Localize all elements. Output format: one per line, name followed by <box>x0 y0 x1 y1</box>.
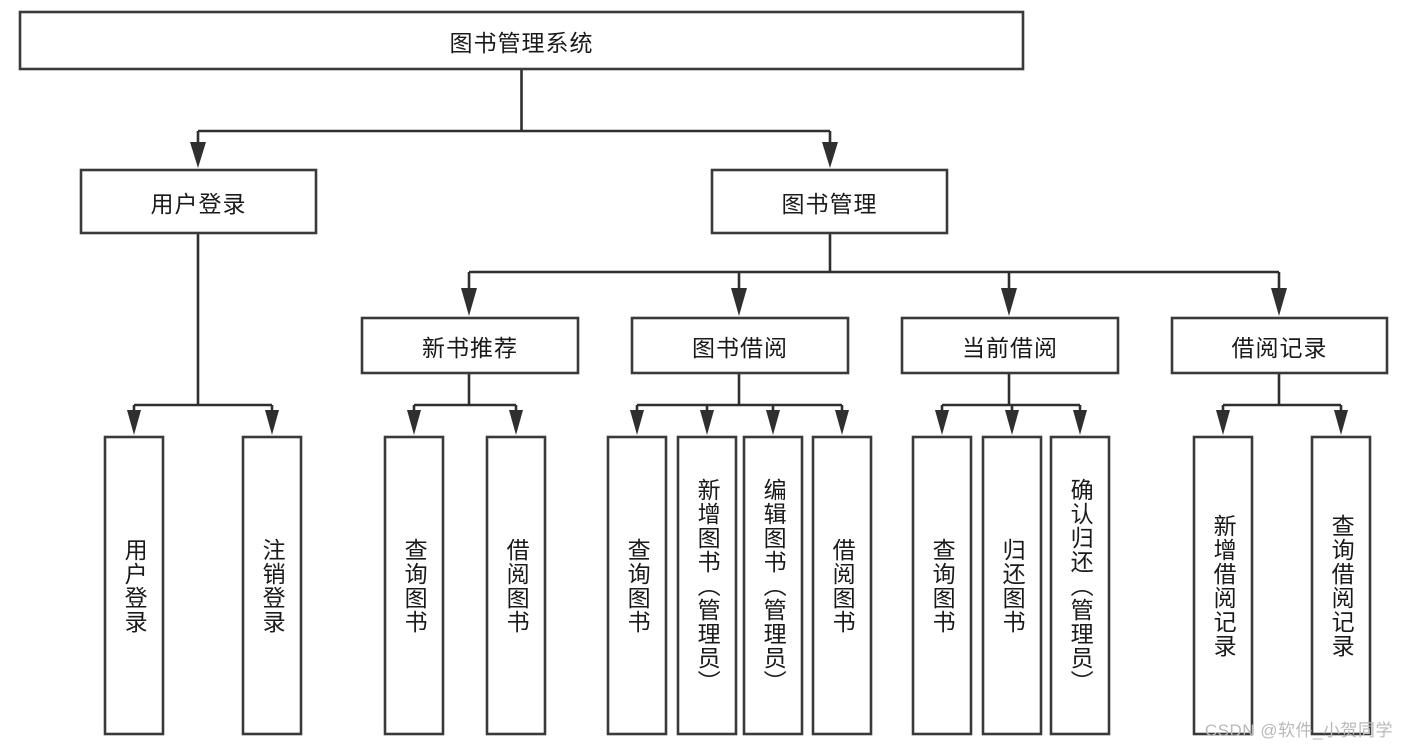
arrowhead-leaf-query-borrow-record <box>1334 410 1348 435</box>
node-box-book-borrow[interactable] <box>630 316 850 375</box>
arrowhead-leaf-borrow-book <box>835 410 849 435</box>
node-box-leaf-add-borrow-record[interactable] <box>1192 435 1254 736</box>
connector-group-new-book-recommend-to-leaves <box>407 373 523 435</box>
node-box-leaf-user-login[interactable] <box>103 435 165 736</box>
connector-group-root-to-level2 <box>190 69 838 168</box>
connector-group-book-borrow-to-leaves <box>630 373 849 435</box>
node-box-current-borrow[interactable] <box>900 316 1120 375</box>
node-box-leaf-confirm-return[interactable] <box>1049 435 1111 736</box>
arrowhead-leaf-add-borrow-record <box>1216 410 1230 435</box>
arrowhead-leaf-query-book-borrow <box>630 410 644 435</box>
connector-group-user-login-to-leaves <box>127 233 279 435</box>
node-box-new-book-recommend[interactable] <box>360 316 580 375</box>
node-box-borrow-records[interactable] <box>1170 316 1389 375</box>
arrowhead-leaf-return-book <box>1005 410 1019 435</box>
arrowhead-new-book-recommend <box>461 288 477 316</box>
node-box-leaf-return-book[interactable] <box>981 435 1043 736</box>
node-box-book-manage[interactable] <box>710 168 949 235</box>
node-box-leaf-add-book[interactable] <box>676 435 738 736</box>
arrowhead-leaf-add-book <box>700 410 714 435</box>
node-box-leaf-borrow-book[interactable] <box>811 435 873 736</box>
arrowhead-leaf-confirm-return <box>1073 410 1087 435</box>
arrowhead-current-borrow <box>1001 288 1017 316</box>
arrowhead-leaf-query-book-current <box>935 410 949 435</box>
node-box-user-login[interactable] <box>79 168 318 235</box>
connector-group-current-borrow-to-leaves <box>935 373 1087 435</box>
arrowhead-borrow-records <box>1271 288 1287 316</box>
connector-group-book-manage-to-level3 <box>461 233 1287 316</box>
arrowhead-book-borrow <box>731 288 747 316</box>
arrowhead-user-login <box>190 142 206 168</box>
csdn-watermark: CSDN @软件_小贺同学 <box>1204 721 1393 740</box>
node-box-leaf-borrow-book-recommend[interactable] <box>485 435 547 736</box>
arrowhead-book-manage <box>822 142 838 168</box>
arrowhead-leaf-edit-book <box>766 410 780 435</box>
connector-group-borrow-records-to-leaves <box>1216 373 1348 435</box>
node-box-leaf-logout[interactable] <box>241 435 303 736</box>
node-box-leaf-edit-book[interactable] <box>742 435 804 736</box>
node-box-leaf-query-book-recommend[interactable] <box>383 435 445 736</box>
node-box-leaf-query-borrow-record[interactable] <box>1310 435 1372 736</box>
node-box-leaf-query-book-current[interactable] <box>911 435 973 736</box>
node-box-leaf-query-book-borrow[interactable] <box>606 435 668 736</box>
node-box-root[interactable] <box>18 10 1025 71</box>
arrowhead-leaf-query-book-recommend <box>407 410 421 435</box>
arrowhead-leaf-user-login <box>127 410 141 435</box>
arrowhead-leaf-borrow-book-recommend <box>509 410 523 435</box>
arrowhead-leaf-logout <box>265 410 279 435</box>
